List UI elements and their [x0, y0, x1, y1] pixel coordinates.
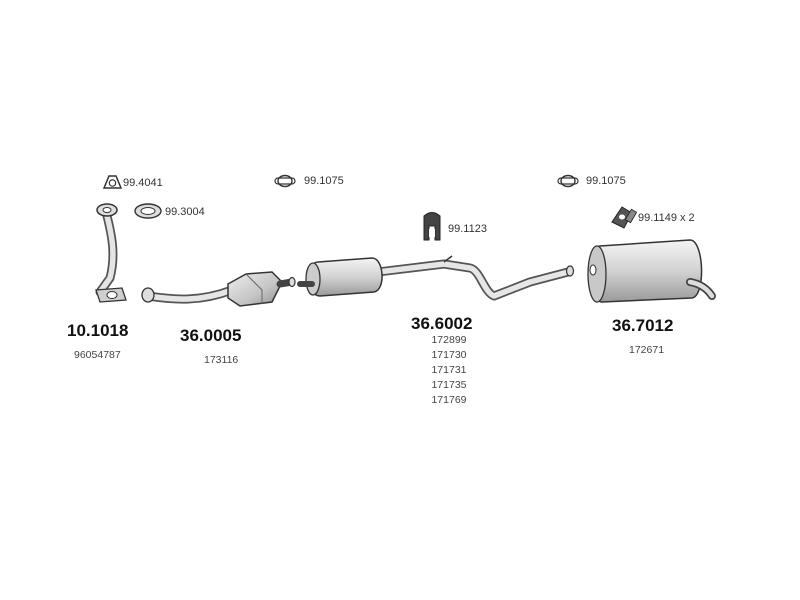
- reference-number: 171769: [431, 394, 467, 406]
- accessory-label: 99.1123: [448, 223, 487, 235]
- accessory-label: 99.1075: [304, 175, 344, 187]
- front-pipe-part: [95, 203, 127, 303]
- reference-number: 173116: [204, 354, 239, 366]
- catalytic-converter-part: [141, 271, 296, 307]
- rubber-mount-icon: [423, 212, 441, 241]
- gasket-ring-icon: [102, 175, 123, 189]
- center-muffler-part: [297, 255, 575, 301]
- reference-list: 172899 171730 171731 171735 171769: [418, 333, 480, 408]
- part-number: 36.0005: [180, 326, 242, 345]
- part-number: 10.1018: [67, 321, 129, 340]
- hanger-rubber-icon: [611, 206, 638, 229]
- clamp-icon-2: [557, 174, 579, 188]
- part-number: 36.7012: [612, 316, 674, 335]
- reference-number: 171735: [431, 379, 467, 391]
- clamp-icon-1: [274, 174, 296, 188]
- accessory-label: 99.3004: [165, 206, 205, 218]
- accessory-label: 99.1149 x 2: [638, 212, 695, 224]
- sealing-ring-icon: [134, 203, 162, 219]
- reference-number: 172671: [629, 344, 665, 356]
- reference-number: 171731: [431, 364, 467, 376]
- rear-muffler-part: [587, 239, 716, 303]
- reference-number: 171730: [431, 349, 467, 361]
- reference-number: 96054787: [74, 349, 121, 361]
- accessory-label: 99.4041: [123, 177, 163, 189]
- part-number: 36.6002: [411, 314, 473, 333]
- accessory-label: 99.1075: [586, 175, 626, 187]
- reference-number: 172899: [431, 334, 467, 346]
